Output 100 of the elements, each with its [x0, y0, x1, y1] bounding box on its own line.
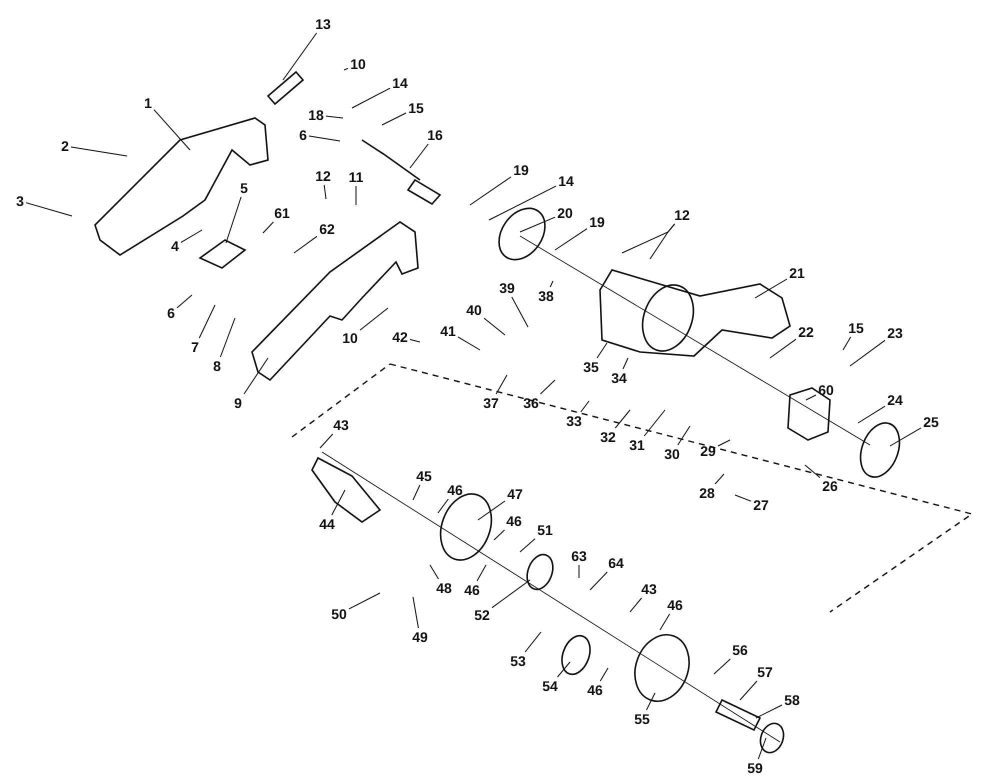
callout-number: 47: [507, 486, 523, 502]
leader-line: [660, 614, 670, 630]
leader-line: [348, 592, 380, 610]
leader-line: [412, 596, 419, 628]
callout-number: 46: [447, 482, 463, 498]
leader-line: [410, 339, 420, 342]
callout-number: 41: [440, 323, 456, 339]
leader-line: [478, 500, 506, 520]
callout-number: 1: [144, 95, 152, 111]
leader-line: [578, 564, 580, 578]
callout-number: 59: [747, 760, 763, 776]
callout-number: 6: [299, 127, 307, 143]
callout-number: 4: [171, 238, 179, 254]
leader-line: [476, 564, 486, 582]
callout-number: 13: [315, 16, 331, 32]
callout-number: 40: [466, 302, 482, 318]
leader-line: [244, 358, 268, 394]
leader-line: [734, 494, 752, 502]
leader-line: [758, 738, 766, 760]
leader-line: [308, 136, 340, 142]
leader-line: [492, 580, 530, 608]
callout-number: 18: [308, 107, 324, 123]
leader-line: [470, 176, 512, 206]
leader-line: [804, 464, 820, 478]
leader-line: [320, 434, 334, 448]
leader-line: [540, 380, 556, 394]
leader-line: [850, 340, 886, 366]
leader-line: [858, 406, 886, 424]
callout-number: 27: [753, 497, 769, 513]
callout-number: 30: [664, 446, 680, 462]
callout-number: 19: [513, 162, 529, 178]
callout-number: 46: [506, 513, 522, 529]
callout-number: 22: [798, 324, 814, 340]
callout-number: 48: [436, 580, 452, 596]
callout-number: 14: [392, 75, 408, 91]
leader-line: [294, 236, 318, 254]
callout-number: 29: [700, 443, 716, 459]
leader-line: [262, 222, 274, 234]
leader-line: [220, 318, 236, 358]
leader-line: [430, 564, 439, 580]
callout-number: 26: [822, 478, 838, 494]
leader-line: [890, 427, 922, 446]
leader-line: [622, 358, 628, 370]
leader-line: [740, 680, 758, 700]
callout-number: 42: [392, 329, 408, 345]
leader-line: [344, 68, 348, 70]
callout-number: 50: [331, 606, 347, 622]
callout-number: 23: [887, 325, 903, 341]
leader-line: [458, 336, 480, 350]
callout-number: 5: [240, 180, 248, 196]
leader-line: [352, 88, 390, 108]
leader-line: [484, 318, 506, 336]
leader-line: [550, 280, 554, 288]
callout-number: 10: [350, 56, 366, 72]
leader-line: [590, 572, 608, 590]
callout-number: 24: [887, 392, 903, 408]
leader-line: [70, 146, 128, 156]
leader-line: [382, 112, 406, 126]
callout-number: 62: [319, 221, 335, 237]
leader-line: [524, 632, 542, 652]
callout-number: 46: [587, 682, 603, 698]
callout-number: 28: [699, 485, 715, 501]
leader-line: [756, 704, 782, 718]
leader-line: [580, 400, 590, 412]
leader-line: [754, 278, 788, 298]
leader-line: [596, 342, 608, 358]
leader-line: [488, 186, 556, 220]
leader-line: [226, 196, 242, 244]
leader-line: [718, 440, 730, 446]
callout-number: 7: [191, 339, 199, 355]
leader-line: [714, 474, 724, 484]
callout-number: 43: [333, 417, 349, 433]
callout-number: 54: [542, 678, 558, 694]
leader-line: [360, 308, 388, 331]
callout-number: 46: [464, 582, 480, 598]
callout-number: 44: [319, 516, 335, 532]
callout-number: 43: [641, 581, 657, 597]
leader-line: [644, 410, 666, 436]
leader-line: [842, 336, 852, 350]
callout-number: 58: [784, 692, 800, 708]
callout-number: 14: [558, 173, 574, 189]
callout-number: 55: [634, 711, 650, 727]
callout-number: 56: [732, 642, 748, 658]
callout-number: 39: [499, 280, 515, 296]
leader-line: [331, 490, 346, 516]
callout-number: 36: [523, 395, 539, 411]
leader-line: [198, 304, 216, 338]
callout-number: 51: [537, 522, 553, 538]
callout-number: 15: [848, 320, 864, 336]
leader-line: [806, 394, 816, 400]
callout-number: 46: [667, 597, 683, 613]
leader-line: [176, 294, 192, 308]
callout-number: 9: [234, 395, 242, 411]
callout-number: 57: [757, 664, 773, 680]
callout-number: 31: [629, 437, 645, 453]
callout-number: 21: [789, 265, 805, 281]
callout-number: 11: [348, 169, 364, 185]
leader-line: [324, 184, 326, 200]
callout-number: 2: [61, 138, 69, 154]
leader-line: [410, 144, 429, 168]
